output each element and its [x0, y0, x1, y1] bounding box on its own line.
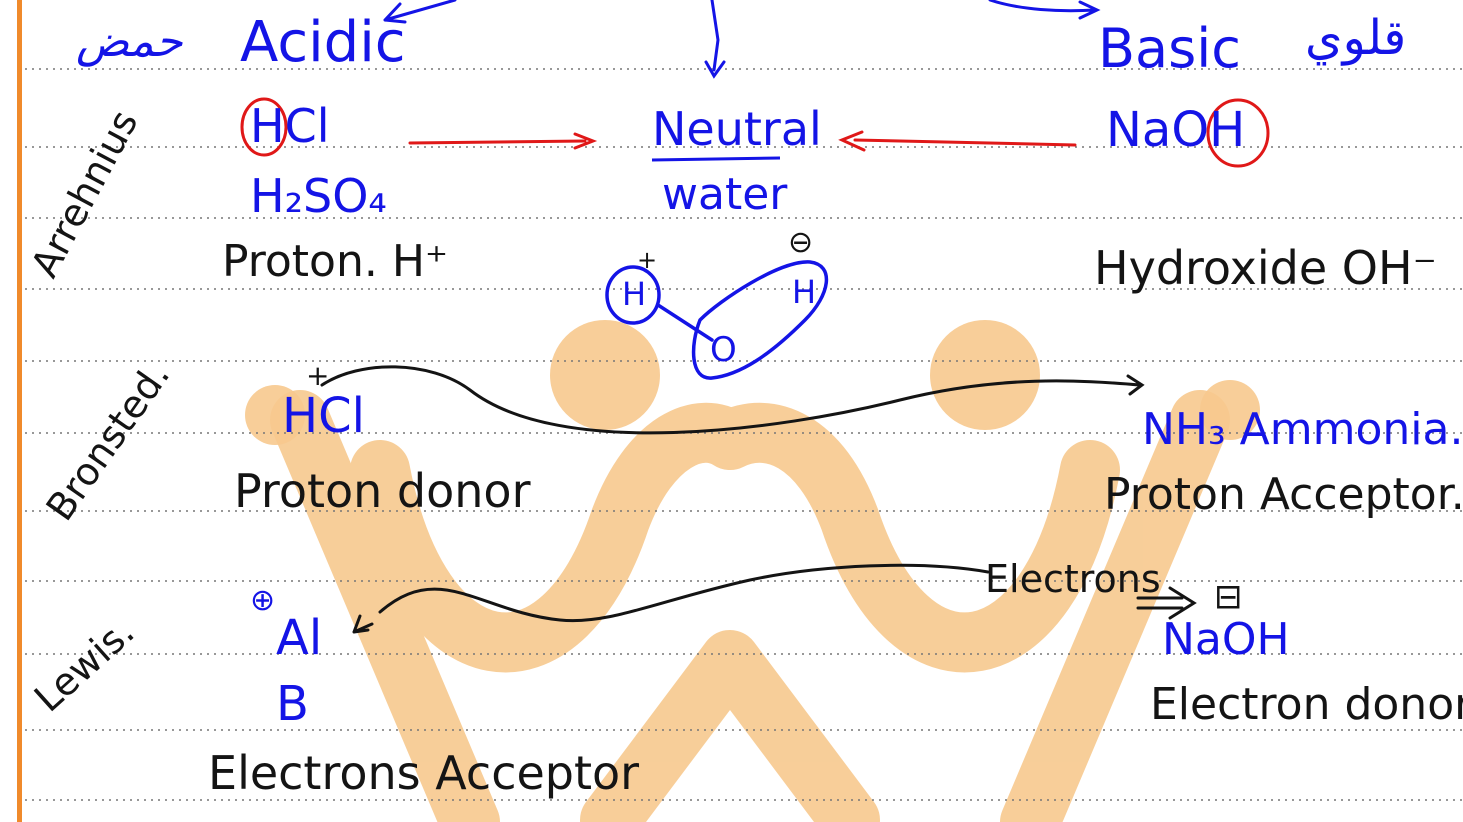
bronsted-base: NH₃ Ammonia. [1142, 404, 1463, 455]
red-arrow-right [838, 130, 1077, 152]
oh-bond-line [656, 303, 714, 342]
proton-label: Proton. H⁺ [222, 236, 449, 287]
lewis-arrow [352, 563, 990, 634]
water-plus: + [637, 246, 658, 274]
water-minus: ⊖ [788, 225, 814, 260]
water-label: water [662, 169, 788, 220]
arrhenius-base-1: NaOH [1106, 102, 1246, 158]
h-left-circle [605, 265, 661, 325]
arrhenius-acid-2: H₂SO₄ [250, 169, 387, 223]
oh-loop [691, 260, 828, 380]
bronsted-acid-role: Proton donor [234, 464, 531, 518]
neutral-label: Neutral [652, 102, 822, 156]
margin-line [17, 0, 22, 822]
lewis-base: NaOH [1162, 614, 1290, 665]
top-arrow-left [383, 0, 457, 24]
lewis-base-role: Electron donor. [1150, 679, 1463, 730]
electrons-label: Electrons [985, 557, 1161, 601]
basic-heading: Basic [1098, 17, 1241, 80]
lewis-acid-2: B [276, 676, 309, 732]
bronsted-base-role: Proton Acceptor. [1104, 469, 1463, 520]
lewis-minus: ⊟ [1214, 577, 1243, 617]
oh-circle [1206, 98, 1270, 168]
neutral-underline [651, 156, 781, 162]
lewis-plus: ⊕ [250, 583, 276, 618]
water-o: O [710, 330, 737, 370]
bronsted-arrow [320, 365, 1145, 435]
acid-arabic-label: حمض [76, 16, 183, 67]
top-brace [704, 0, 726, 79]
bronsted-acid: HCl [282, 388, 365, 444]
red-arrow-left [408, 132, 598, 150]
base-arabic-label: قلوي [1305, 10, 1407, 66]
water-h-left: H [622, 275, 647, 313]
water-h-right: H [792, 273, 817, 311]
arrhenius-acid-1: HCl [250, 99, 330, 153]
electron-arrow [1136, 586, 1197, 620]
acidic-heading: Acidic [240, 10, 406, 75]
hydroxide-label: Hydroxide OH⁻ [1094, 241, 1437, 295]
top-arrow-right [988, 0, 1101, 20]
lewis-acid-1: Al [276, 610, 323, 666]
lewis-acid-role: Electrons Acceptor [208, 746, 640, 800]
hcl-circle [240, 97, 288, 157]
bronsted-plus: + [306, 359, 330, 392]
